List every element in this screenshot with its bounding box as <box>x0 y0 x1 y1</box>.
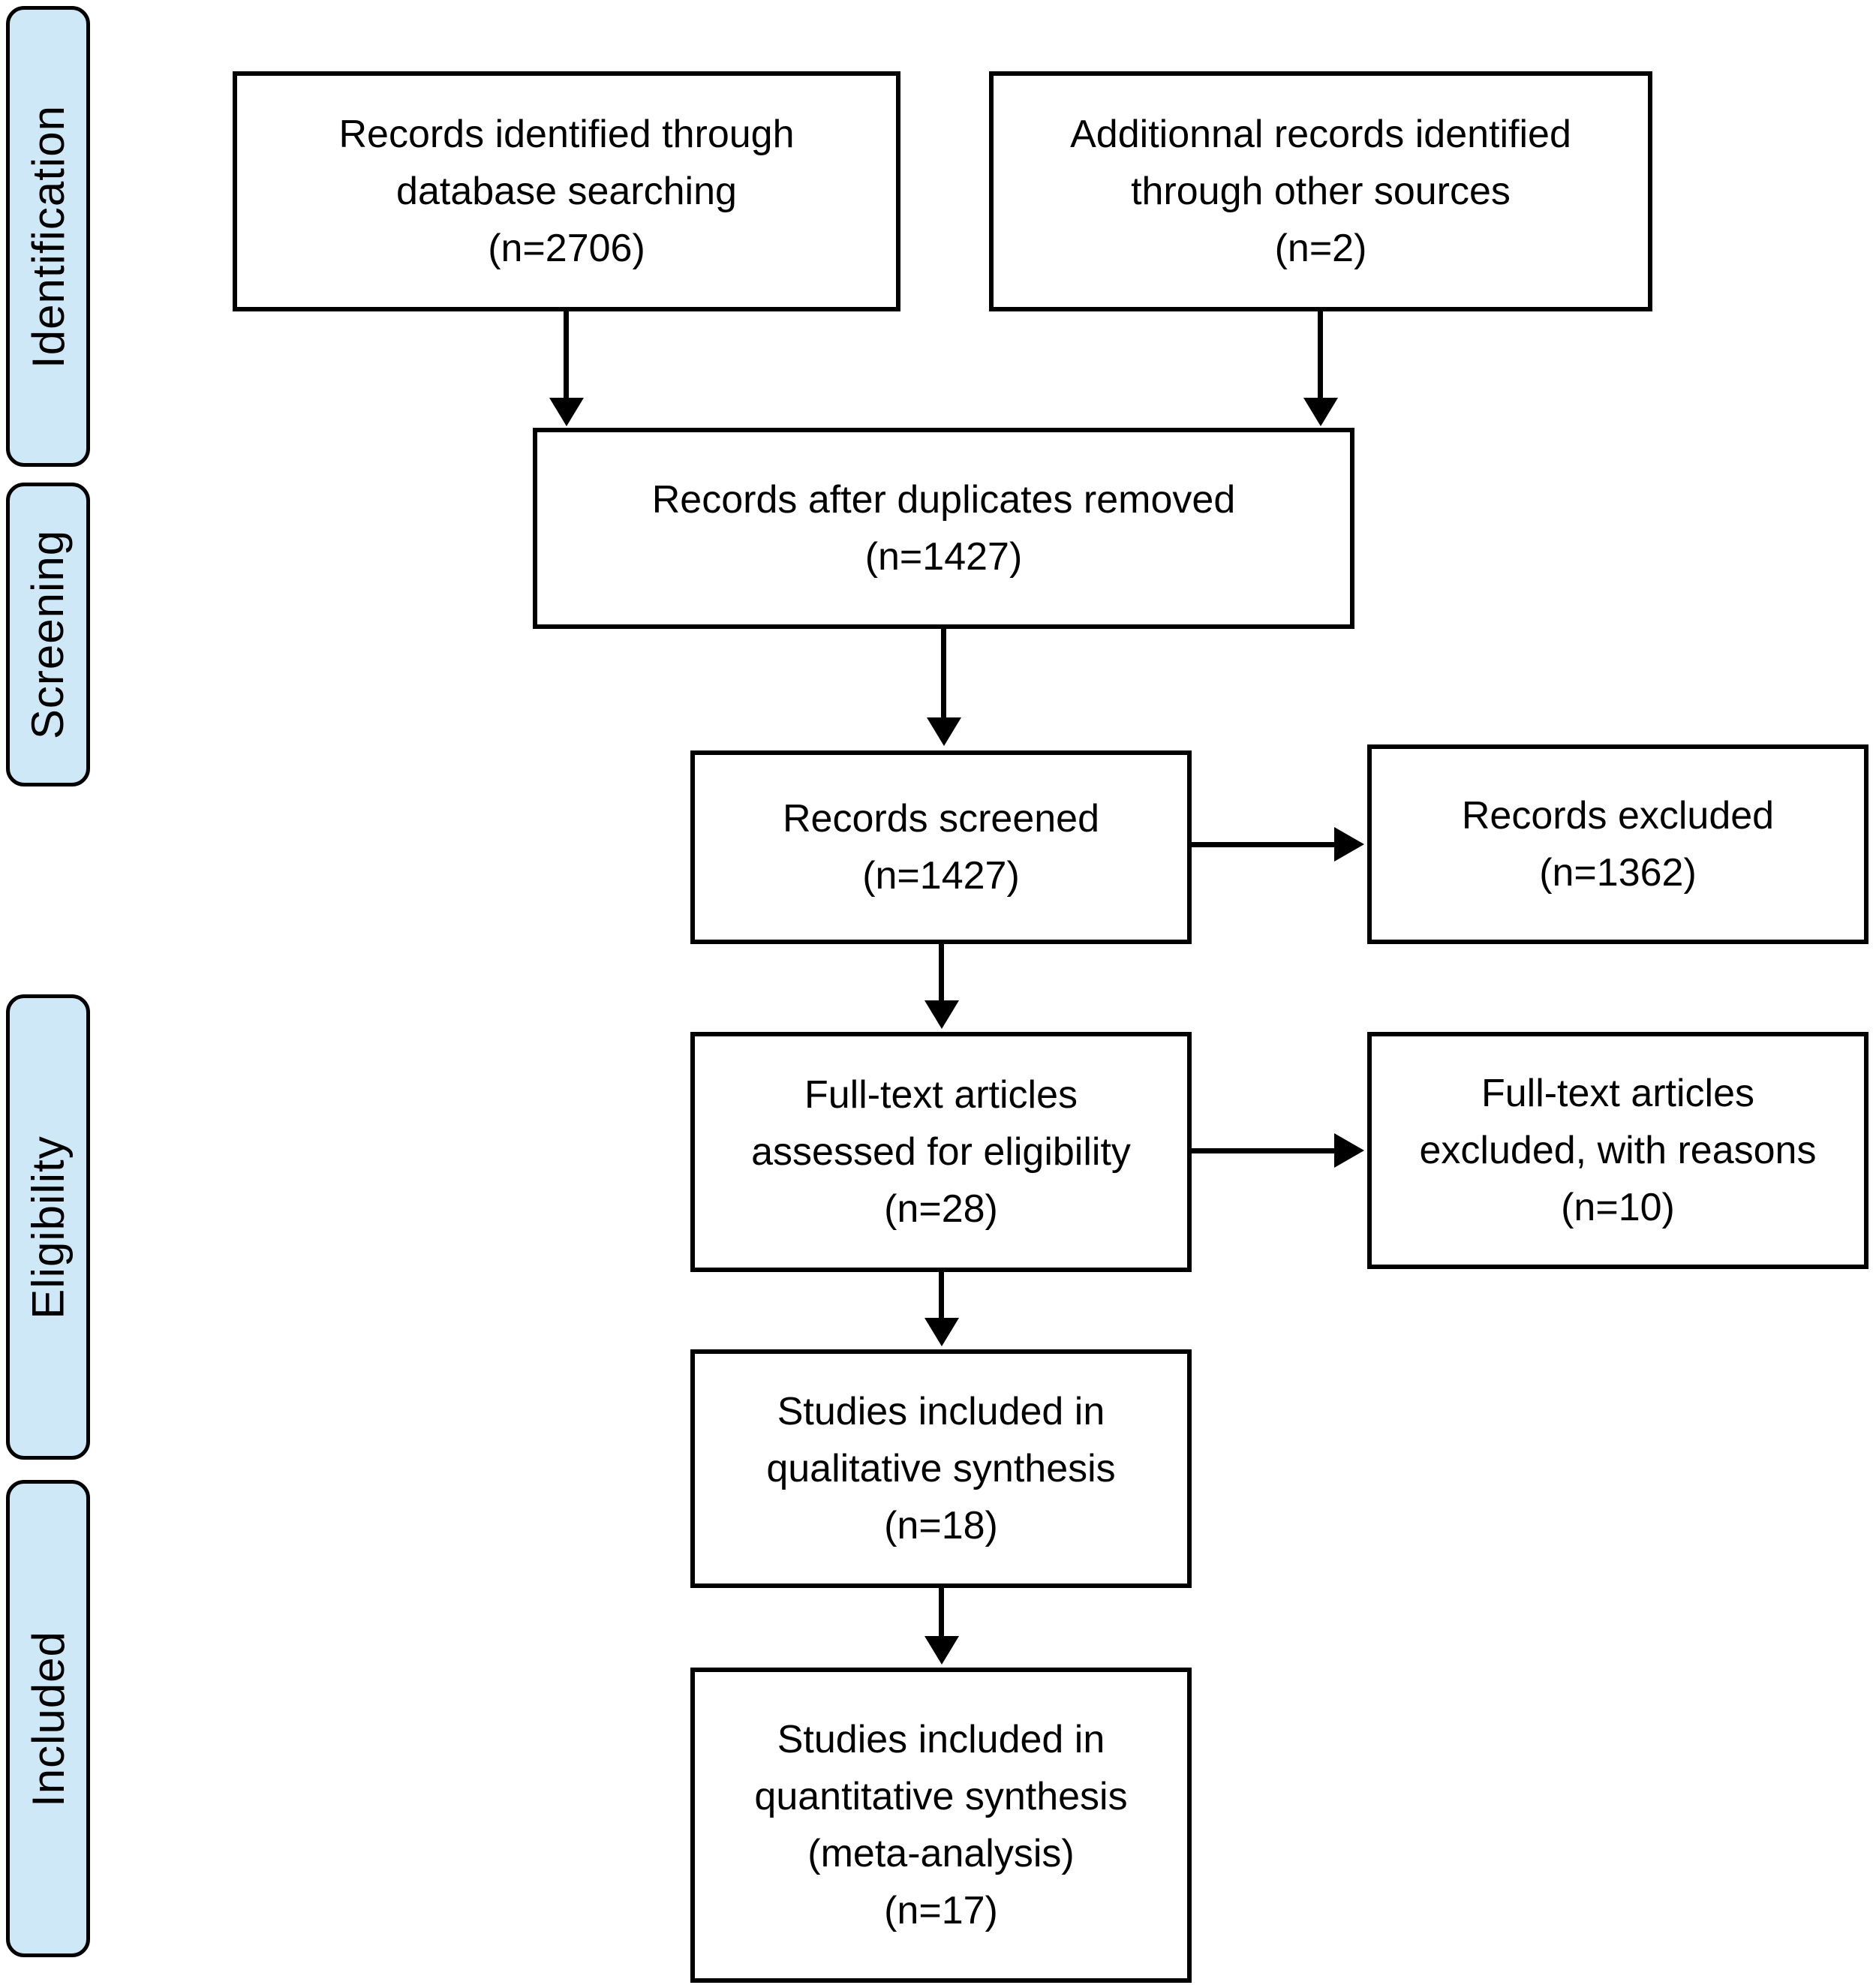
arrow-fulltext-to-excluded-line <box>1192 1148 1336 1153</box>
arrow-identified-to-duplicates-head <box>549 398 584 426</box>
box-line: Records excluded <box>1461 794 1775 838</box>
box-line: Records screened <box>783 797 1099 841</box>
arrow-additional-to-duplicates-line <box>1318 311 1323 399</box>
arrow-qualitative-to-quantitative-head <box>924 1636 959 1665</box>
stage-eligibility-label: Eligibility <box>23 1135 74 1319</box>
arrow-duplicates-to-screened-line <box>941 629 946 719</box>
box-line: (n=1362) <box>1539 851 1697 895</box>
box-records-excluded: Records excluded (n=1362) <box>1367 744 1868 944</box>
box-line: database searching <box>396 170 737 213</box>
arrow-screened-to-excluded-line <box>1192 842 1336 847</box>
box-line: Full-text articles <box>804 1073 1078 1117</box>
stage-included: Included <box>6 1480 90 1957</box>
stage-identification-label: Identification <box>23 104 74 368</box>
stage-screening-label: Screening <box>23 529 74 740</box>
box-line: qualitative synthesis <box>766 1447 1116 1490</box>
box-line: assessed for eligibility <box>751 1130 1131 1174</box>
arrow-screened-to-excluded-head <box>1334 827 1364 862</box>
box-line: quantitative synthesis <box>754 1775 1128 1818</box>
arrow-fulltext-to-qualitative-line <box>939 1272 944 1319</box>
box-records-identified: Records identified through database sear… <box>233 71 900 311</box>
box-line: (meta-analysis) <box>807 1832 1075 1875</box>
arrow-screened-to-fulltext-line <box>939 944 944 1002</box>
box-line: Studies included in <box>777 1718 1105 1761</box>
box-line: Additionnal records identified <box>1070 113 1571 156</box>
box-line: (n=2706) <box>488 227 645 270</box>
box-additional-records: Additionnal records identified through o… <box>989 71 1652 311</box>
box-line: (n=18) <box>884 1504 998 1547</box>
box-line: (n=1427) <box>862 854 1020 898</box>
arrow-identified-to-duplicates-line <box>564 311 569 399</box>
box-line: Records identified through <box>338 113 795 156</box>
box-line: (n=17) <box>884 1889 998 1932</box>
box-line: Records after duplicates removed <box>651 478 1236 522</box>
box-records-screened: Records screened (n=1427) <box>690 750 1192 944</box>
stage-eligibility: Eligibility <box>6 994 90 1460</box>
stage-included-label: Included <box>23 1630 74 1807</box>
box-quantitative-synthesis: Studies included in quantitative synthes… <box>690 1668 1192 1983</box>
box-line: (n=10) <box>1561 1186 1675 1229</box>
stage-screening: Screening <box>6 483 90 786</box>
box-line: Full-text articles <box>1481 1072 1755 1115</box>
arrow-qualitative-to-quantitative-line <box>939 1588 944 1638</box>
arrow-fulltext-to-excluded-head <box>1334 1133 1364 1168</box>
box-line: (n=2) <box>1274 227 1367 270</box>
box-line: through other sources <box>1131 170 1511 213</box>
arrow-additional-to-duplicates-head <box>1303 398 1338 426</box>
box-line: Studies included in <box>777 1390 1105 1433</box>
box-line: excluded, with reasons <box>1419 1129 1817 1172</box>
box-fulltext-excluded: Full-text articles excluded, with reason… <box>1367 1032 1868 1269</box>
box-fulltext-assessed: Full-text articles assessed for eligibil… <box>690 1032 1192 1272</box>
box-qualitative-synthesis: Studies included in qualitative synthesi… <box>690 1349 1192 1588</box>
box-line: (n=1427) <box>864 535 1023 579</box>
arrow-screened-to-fulltext-head <box>924 1000 959 1029</box>
arrow-fulltext-to-qualitative-head <box>924 1318 959 1346</box>
arrow-duplicates-to-screened-head <box>927 717 961 746</box>
stage-identification: Identification <box>6 6 90 467</box>
box-line: (n=28) <box>884 1187 998 1231</box>
box-duplicates-removed: Records after duplicates removed (n=1427… <box>533 428 1354 629</box>
